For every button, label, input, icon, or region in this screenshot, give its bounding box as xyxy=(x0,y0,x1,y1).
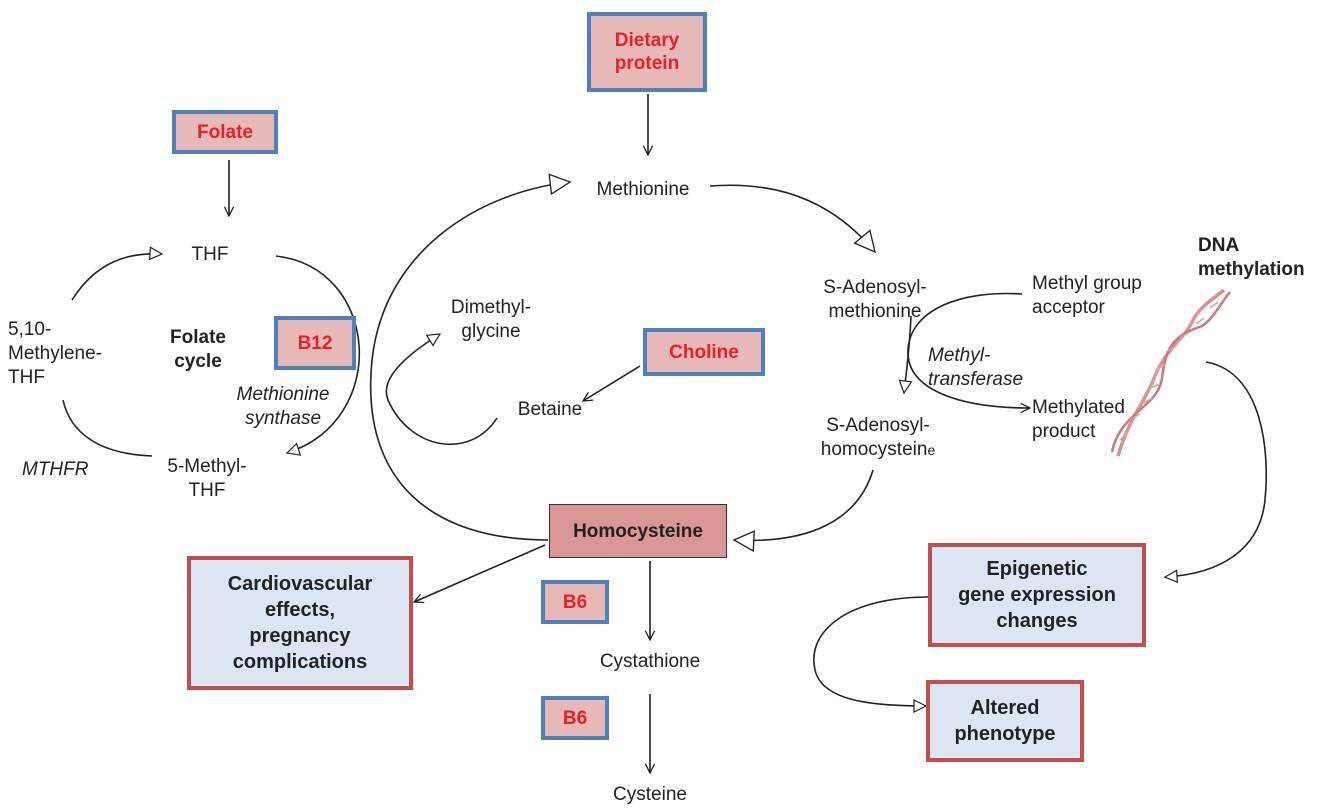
methylene-thf-label: 5,10- Methylene- THF xyxy=(8,319,102,388)
methyl-thf-label: 5-Methyl- THF xyxy=(167,456,247,501)
sah-line2-suffix: e xyxy=(927,442,936,458)
methyl-group-acceptor-label: Methyl group acceptor xyxy=(1032,273,1142,318)
arrow-choline-to-betaine xyxy=(583,365,641,401)
altered-phenotype-box: Altered phenotype xyxy=(926,680,1084,762)
folate-cycle-label: Folate cycle xyxy=(170,327,226,372)
betaine-label: Betaine xyxy=(517,399,583,420)
methyltransferase-label: Methyl- transferase xyxy=(928,345,1024,390)
dna-helix-icon xyxy=(1110,288,1231,457)
arc-epigenetic-to-phenotype xyxy=(813,596,929,706)
methionine-label: Methionine xyxy=(596,179,690,200)
arc-methionine-to-sam xyxy=(709,184,875,252)
arc-sah-to-homocysteine xyxy=(734,469,874,540)
sam-label: S-Adenosyl- methionine xyxy=(823,277,927,322)
sah-label: S-Adenosyl- homocysteine xyxy=(808,414,948,462)
arc-methylthf-to-methylene xyxy=(62,399,153,457)
b6-box-lower: B6 xyxy=(541,696,609,740)
methylated-product-label: Methylated product xyxy=(1032,397,1125,442)
mthfr-label: MTHFR xyxy=(22,459,89,480)
arc-betaine-to-dimethylglycine xyxy=(385,334,498,445)
cystathione-label: Cystathione xyxy=(599,651,701,672)
choline-box: Choline xyxy=(643,328,765,376)
b6-box-upper: B6 xyxy=(541,580,609,624)
cardiovascular-box: Cardiovascular effects, pregnancy compli… xyxy=(187,556,413,690)
methionine-synthase-label: Methionine synthase xyxy=(236,384,330,429)
arc-acceptor-to-methylated xyxy=(907,292,1030,408)
dietary-protein-box: Dietary protein xyxy=(587,12,707,92)
folate-box: Folate xyxy=(172,110,278,154)
arc-dna-to-epigenetic xyxy=(1165,361,1268,577)
dimethylglycine-label: Dimethyl- glycine xyxy=(450,297,532,342)
sah-line2: homocystein xyxy=(820,439,928,460)
dna-methylation-label: DNA methylation xyxy=(1198,235,1305,280)
arc-homocysteine-to-methionine xyxy=(369,182,570,541)
thf-label: THF xyxy=(191,244,229,265)
sah-line1: S-Adenosyl- xyxy=(826,415,930,436)
arc-methylene-to-thf xyxy=(71,254,162,301)
arc-thf-to-methylthf xyxy=(275,255,360,453)
b12-box: B12 xyxy=(274,316,356,370)
homocysteine-box: Homocysteine xyxy=(549,504,727,558)
arrow-homocysteine-to-cardiovascular xyxy=(414,544,546,602)
cysteine-label: Cysteine xyxy=(613,784,687,805)
epigenetic-box: Epigenetic gene expression changes xyxy=(928,543,1146,647)
